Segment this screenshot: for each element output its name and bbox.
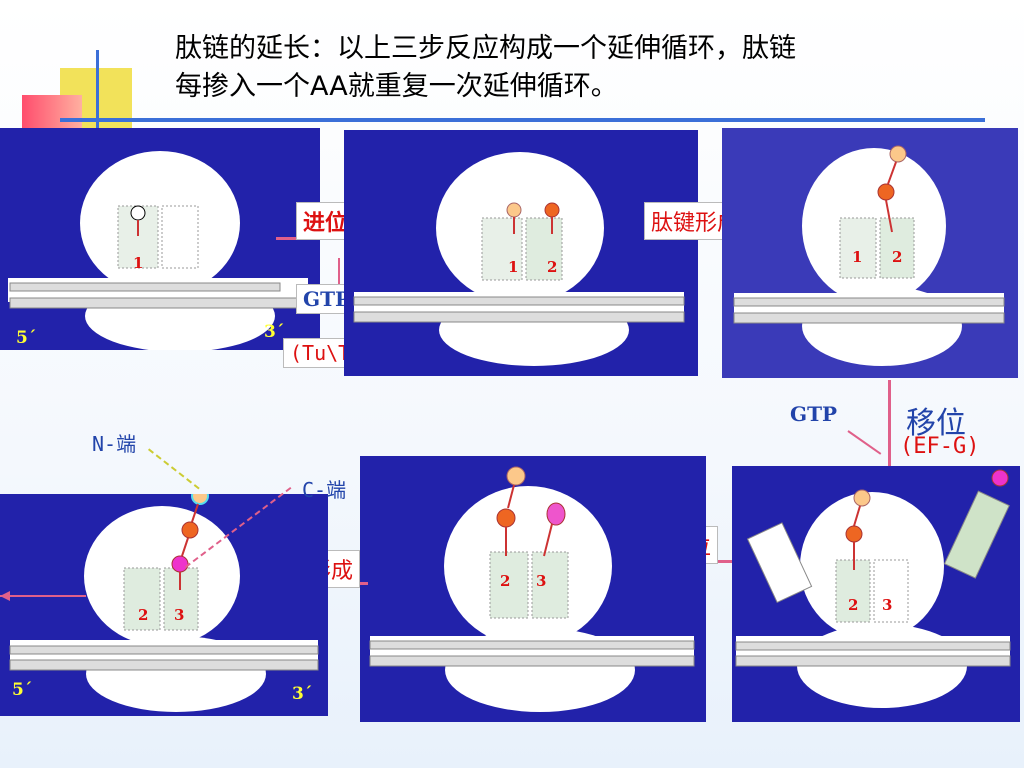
- panel6-site-b: 3: [174, 606, 185, 624]
- panel4-site-b: 3: [882, 596, 893, 614]
- c-terminus-label: C-端: [302, 478, 347, 502]
- five-prime-label-bottom: 5´: [12, 680, 33, 700]
- panel3-site-a: 1: [852, 248, 863, 266]
- panel-step3: 1 2: [722, 128, 1018, 378]
- translocation-label: 移位: [906, 406, 966, 441]
- panel-step5: 2 3: [360, 456, 706, 722]
- three-prime-label-bottom: 3´: [292, 684, 313, 704]
- gtp-up-arrow: [338, 258, 340, 288]
- slide-title: 肽链的延长：以上三步反应构成一个延伸循环，肽链 每掺入一个AA就重复一次延伸循环…: [175, 30, 995, 106]
- n-terminus-pointer: [146, 448, 200, 491]
- title-line-2: 每掺入一个AA就重复一次延伸循环。: [175, 71, 618, 102]
- panel5-site-b: 3: [536, 572, 547, 590]
- ef-g-label: (EF-G): [900, 434, 980, 459]
- panel5-site-a: 2: [500, 572, 511, 590]
- title-line-1: 肽链的延长：以上三步反应构成一个延伸循环，肽链: [175, 33, 796, 64]
- panel2-site-a: 1: [508, 258, 519, 276]
- gtp-label-right: GTP: [790, 402, 838, 426]
- decor-vertical-line: [96, 50, 99, 130]
- gtp-pointer-line: [847, 430, 882, 455]
- ribosome-diagram-2: [353, 152, 685, 366]
- panel1-site-number: 1: [133, 254, 144, 272]
- panel-step1: 1 5´ 3´: [0, 128, 320, 350]
- translocation-arrow: [888, 380, 891, 486]
- panel-step6: 2 3 5´ 3´: [0, 494, 328, 716]
- ribosome-diagram-6: [0, 494, 319, 712]
- ribosome-diagram-5: [369, 466, 695, 712]
- ribosome-diagram-1: [8, 151, 308, 350]
- panel-step4: 2 3: [732, 466, 1020, 722]
- three-prime-label: 3´: [264, 322, 285, 342]
- ribosome-diagram-3: [733, 145, 1005, 366]
- panel6-site-a: 2: [138, 606, 149, 624]
- n-terminus-label: N-端: [92, 432, 137, 456]
- panel-step2: 1 2: [344, 130, 698, 376]
- decor-horizontal-line: [60, 118, 985, 122]
- panel2-site-b: 2: [547, 258, 558, 276]
- panel3-site-b: 2: [892, 248, 903, 266]
- ribosome-diagram-4: [735, 469, 1011, 708]
- five-prime-label: 5´: [16, 328, 37, 348]
- panel4-site-a: 2: [848, 596, 859, 614]
